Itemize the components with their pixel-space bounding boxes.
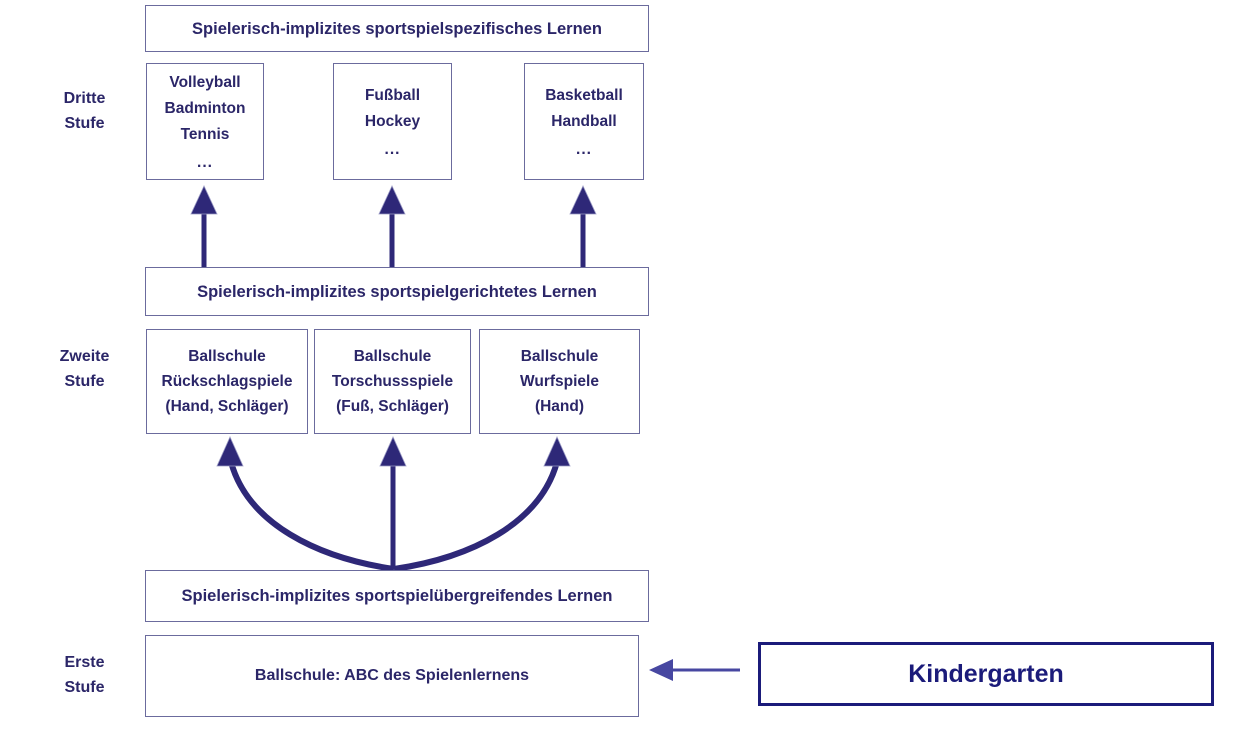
sport-name: Basketball: [545, 87, 623, 104]
ballschule-line: Ballschule: [188, 348, 266, 365]
sport-name: Hockey: [364, 113, 421, 130]
ballschule-line: (Hand): [534, 398, 585, 415]
sport-name: Badminton: [164, 100, 246, 117]
stage-label-erste: Erste Stufe: [37, 650, 132, 700]
stage-label-line: Stufe: [64, 679, 105, 696]
arrow-up-right: [569, 185, 597, 268]
ellipsis: ...: [576, 141, 592, 158]
sport-name: Volleyball: [169, 74, 241, 91]
level3-box-rueckschlag-sports: Volleyball Badminton Tennis ...: [146, 63, 264, 180]
ballschule-line: Ballschule: [353, 348, 432, 365]
kindergarten-box: Kindergarten: [758, 642, 1214, 706]
level3-box-wurf-sports: Basketball Handball ...: [524, 63, 644, 180]
sport-name: Tennis: [180, 126, 230, 143]
ballschule-line: Ballschule: [520, 348, 599, 365]
level3-box-torschuss-sports: Fußball Hockey ...: [333, 63, 452, 180]
arrow-kindergarten: [649, 659, 740, 681]
arrow-fan-left: [216, 436, 395, 572]
stage-label-line: Zweite: [59, 348, 110, 365]
level1-header-box: Spielerisch-implizites sportspielübergre…: [145, 570, 649, 622]
level2-box-torschussspiele: Ballschule Torschussspiele (Fuß, Schläge…: [314, 329, 471, 434]
sport-name: Fußball: [364, 87, 421, 104]
level1-header-text: Spielerisch-implizites sportspielübergre…: [181, 587, 613, 605]
ballschule-line: Rückschlagspiele: [161, 373, 293, 390]
abc-text: Ballschule: ABC des Spielenlernens: [254, 667, 530, 684]
stage-label-zweite: Zweite Stufe: [37, 344, 132, 394]
stage-label-line: Erste: [64, 654, 105, 671]
sport-name: Handball: [551, 113, 617, 130]
level2-box-rueckschlagspiele: Ballschule Rückschlagspiele (Hand, Schlä…: [146, 329, 308, 434]
level3-header-box: Spielerisch-implizites sportspielspezifi…: [145, 5, 649, 52]
arrow-fan-middle: [379, 436, 407, 569]
arrow-up-left: [190, 185, 218, 268]
level2-box-wurfspiele: Ballschule Wurfspiele (Hand): [479, 329, 640, 434]
stage-label-line: Stufe: [64, 373, 105, 390]
ellipsis: ...: [384, 141, 401, 158]
ellipsis: ...: [197, 154, 213, 171]
level2-header-box: Spielerisch-implizites sportspielgericht…: [145, 267, 649, 316]
ballschule-line: (Fuß, Schläger): [336, 398, 449, 415]
ballschule-line: Wurfspiele: [520, 373, 599, 390]
stage-label-dritte: Dritte Stufe: [37, 86, 132, 136]
ballschule-line: (Hand, Schläger): [165, 398, 289, 415]
level1-box-abc: Ballschule: ABC des Spielenlernens: [145, 635, 639, 717]
kindergarten-label: Kindergarten: [908, 659, 1064, 688]
arrow-fan-right: [393, 436, 571, 572]
level2-header-text: Spielerisch-implizites sportspielgericht…: [197, 282, 597, 301]
stage-label-line: Stufe: [64, 115, 105, 132]
stage-label-line: Dritte: [63, 90, 106, 107]
ballschule-line: Torschussspiele: [331, 373, 454, 390]
level3-header-text: Spielerisch-implizites sportspielspezifi…: [192, 19, 602, 38]
arrow-up-middle: [378, 185, 406, 268]
